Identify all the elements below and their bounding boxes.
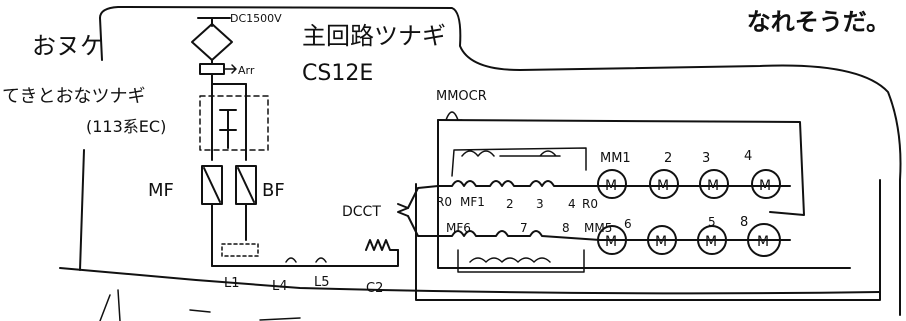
arrester-arrow-icon (223, 64, 237, 74)
l5-label: L5 (314, 275, 330, 290)
lower-motor-number-6: 6 (624, 217, 632, 231)
bottom-left-strokes (99, 289, 121, 321)
motor-icon: M (597, 225, 627, 255)
svg-text:M: M (705, 234, 717, 250)
svg-text:M: M (605, 234, 617, 250)
mmocr-coil (445, 111, 463, 121)
upper-number-2: 2 (506, 197, 514, 211)
mf-label: MF (148, 180, 174, 201)
motor-icon: M (649, 169, 679, 199)
upper-r0-end-label: R0 (582, 197, 598, 211)
upper-bypass-coils (461, 150, 561, 157)
lower-resistor-chain (437, 230, 601, 241)
upper-number-4: 4 (568, 197, 576, 211)
upper-motor-group: M M M M (597, 169, 791, 199)
motor-icon: M (747, 223, 781, 257)
pantograph-diamond (191, 23, 233, 61)
l4-l5-coils (285, 257, 327, 263)
motor-icon: M (597, 169, 627, 199)
l4-label: L4 (272, 279, 288, 294)
svg-text:M: M (759, 178, 771, 194)
switch-group-box (199, 95, 269, 151)
bottom-boundary-line (59, 267, 881, 295)
svg-text:M: M (605, 178, 617, 194)
upper-motor-number-3: 3 (702, 151, 710, 166)
bf-label: BF (262, 180, 285, 201)
switch-contacts (219, 109, 237, 149)
svg-text:M: M (657, 178, 669, 194)
bf-filter-slash (237, 167, 255, 203)
c2-coil (365, 239, 399, 251)
upper-motor-number-2: 2 (664, 151, 672, 166)
left-vertical-line (79, 149, 85, 271)
dcct-to-lower (407, 215, 439, 237)
lower-number-7: 7 (520, 221, 528, 235)
upper-mf-label: MF1 (460, 195, 485, 209)
upper-number-3: 3 (536, 197, 544, 211)
lower-number-8: 8 (562, 221, 570, 235)
upper-resistor-chain (437, 180, 601, 187)
upper-mm-label: MM1 (600, 151, 631, 166)
lower-bypass-coils (457, 249, 585, 273)
mmocr-label: MMOCR (436, 89, 487, 104)
svg-text:M: M (655, 234, 667, 250)
cs-code: CS12E (302, 61, 373, 86)
l1-reactor-box (221, 243, 259, 257)
upper-motor-number-4: 4 (744, 149, 752, 164)
motor-icon: M (697, 225, 727, 255)
mf-filter-slash (203, 167, 221, 203)
motor-frame-left (437, 119, 851, 269)
motor-icon: M (751, 169, 781, 199)
lower-mf-label: MF6 (446, 221, 471, 235)
upper-bypass (451, 147, 587, 177)
upper-r0-label: R0 (436, 195, 452, 209)
left-note-1: おヌケ (32, 32, 104, 60)
outer-boundary-line (99, 6, 902, 316)
outer-boundary-left (99, 17, 103, 61)
return-loop (415, 179, 881, 301)
c2-label: C2 (366, 281, 383, 296)
lower-motor-number-5: 5 (708, 215, 716, 229)
motor-frame-right (437, 119, 805, 216)
l1-label: L1 (224, 276, 240, 291)
motor-icon: M (699, 169, 729, 199)
lower-motor-number-8: 8 (740, 215, 748, 230)
svg-text:M: M (707, 178, 719, 194)
left-note-2: てきとおなツナギ (2, 86, 145, 107)
lower-motor-group: M M M M (597, 223, 791, 257)
dcct-to-upper (407, 185, 439, 209)
bottom-marks (189, 309, 301, 321)
caption-text: なれそうだ。 (744, 2, 892, 37)
dcct-label: DCCT (342, 204, 381, 220)
motor-icon: M (647, 225, 677, 255)
main-title: 主回路ツナギ (302, 22, 446, 50)
svg-text:M: M (757, 234, 769, 250)
bottom-main-bus (211, 249, 399, 267)
lower-mm-label: MM5 (584, 221, 612, 235)
arrester-box (199, 63, 225, 75)
left-note-3: (113系EC) (86, 117, 166, 136)
power-label: DC1500V (230, 12, 282, 25)
arrester-label: Arr (238, 64, 255, 77)
dcct-coil (397, 203, 409, 217)
